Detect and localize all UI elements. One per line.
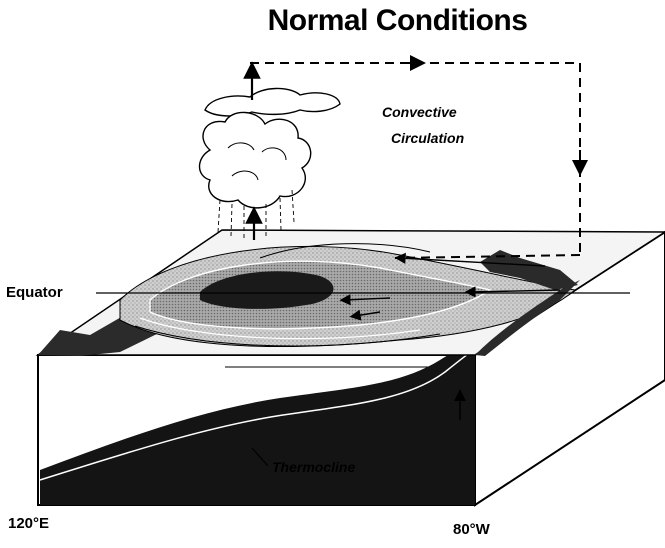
- convective-label-line2: Circulation: [391, 130, 464, 146]
- east-longitude-label: 80°W: [453, 521, 490, 538]
- convective-cloud: [200, 70, 341, 240]
- west-longitude-label: 120°E: [8, 515, 49, 532]
- equator-label: Equator: [6, 284, 63, 301]
- thermocline-label: Thermocline: [272, 459, 355, 475]
- convective-label-line1: Convective: [382, 104, 457, 120]
- diagram-title: Normal Conditions: [0, 4, 665, 38]
